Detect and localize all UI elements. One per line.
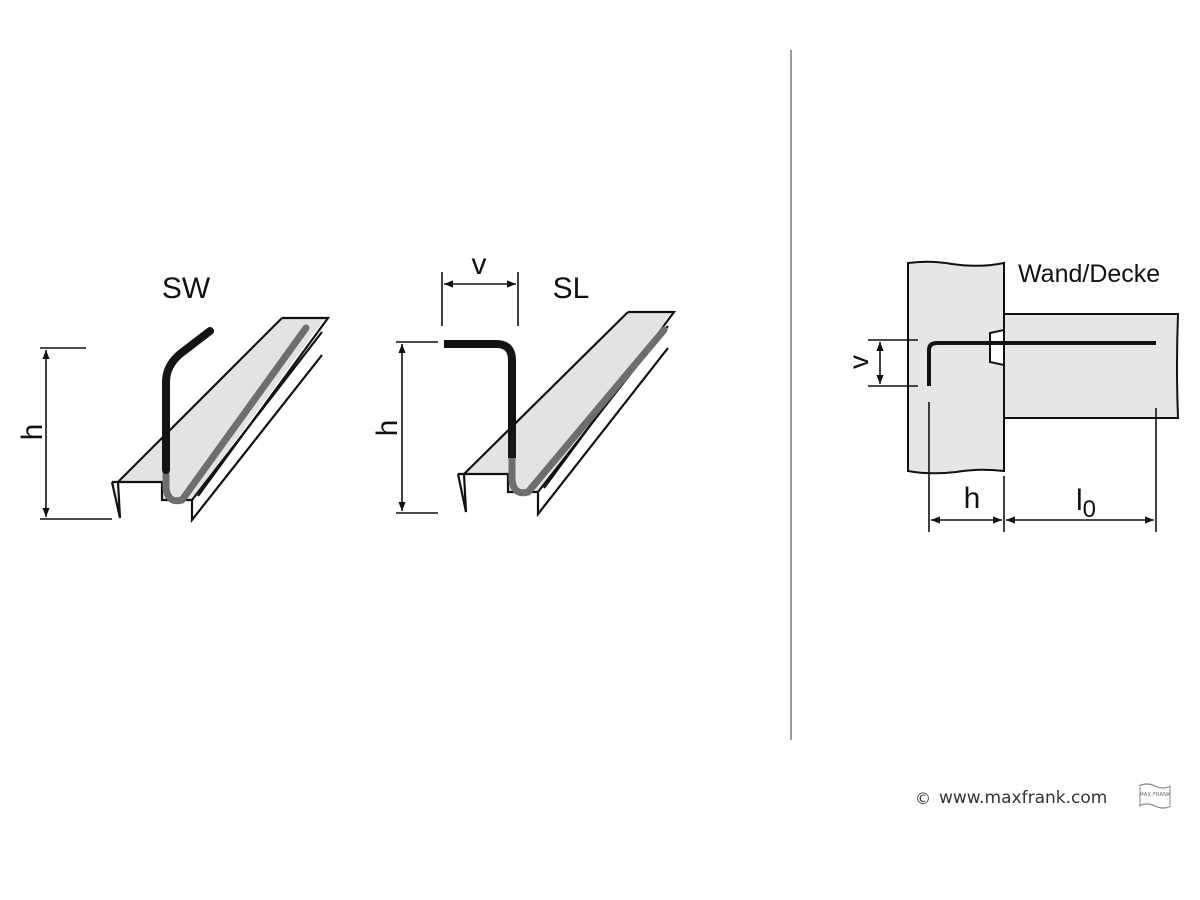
sw-h-label: h (16, 424, 49, 441)
wall-l0-sub: 0 (1083, 496, 1096, 523)
footer-credit: © www.maxfrank.com (915, 786, 1107, 810)
wall-l0-label: l0 (1076, 484, 1096, 523)
maxfrank-logo-icon (1138, 783, 1172, 809)
connector-bar (927, 341, 1156, 386)
sl-bar-grey (508, 326, 668, 497)
sw-profile: h SW (16, 272, 331, 524)
wall-v-label: v (843, 355, 874, 369)
sw-bar-grey (162, 324, 310, 505)
slab (1003, 313, 1180, 419)
sl-left-flange (456, 311, 629, 513)
sw-left-flange (110, 317, 283, 519)
sw-bar-dark (162, 327, 214, 474)
sl-bar-dark (444, 340, 516, 458)
copyright-symbol: © (915, 788, 931, 808)
maxfrank-logo-text: MAX FRANK (1139, 792, 1171, 798)
wall (907, 260, 1005, 475)
sl-profile: v h SL (371, 248, 677, 518)
website-link[interactable]: www.maxfrank.com (939, 788, 1108, 808)
sw-right-wall-upper (191, 331, 323, 501)
wall-slab-section: v h l0 Wand/Decke (843, 260, 1180, 532)
sw-label: SW (162, 272, 211, 305)
sl-v-label: v (472, 248, 487, 281)
wall-h-label: h (964, 482, 981, 515)
wall-l0-main: l (1076, 484, 1083, 517)
sl-h-label: h (371, 420, 404, 437)
wall-slab-label: Wand/Decke (1018, 260, 1160, 288)
sl-channel-surface (464, 312, 672, 492)
sl-label: SL (553, 272, 590, 305)
